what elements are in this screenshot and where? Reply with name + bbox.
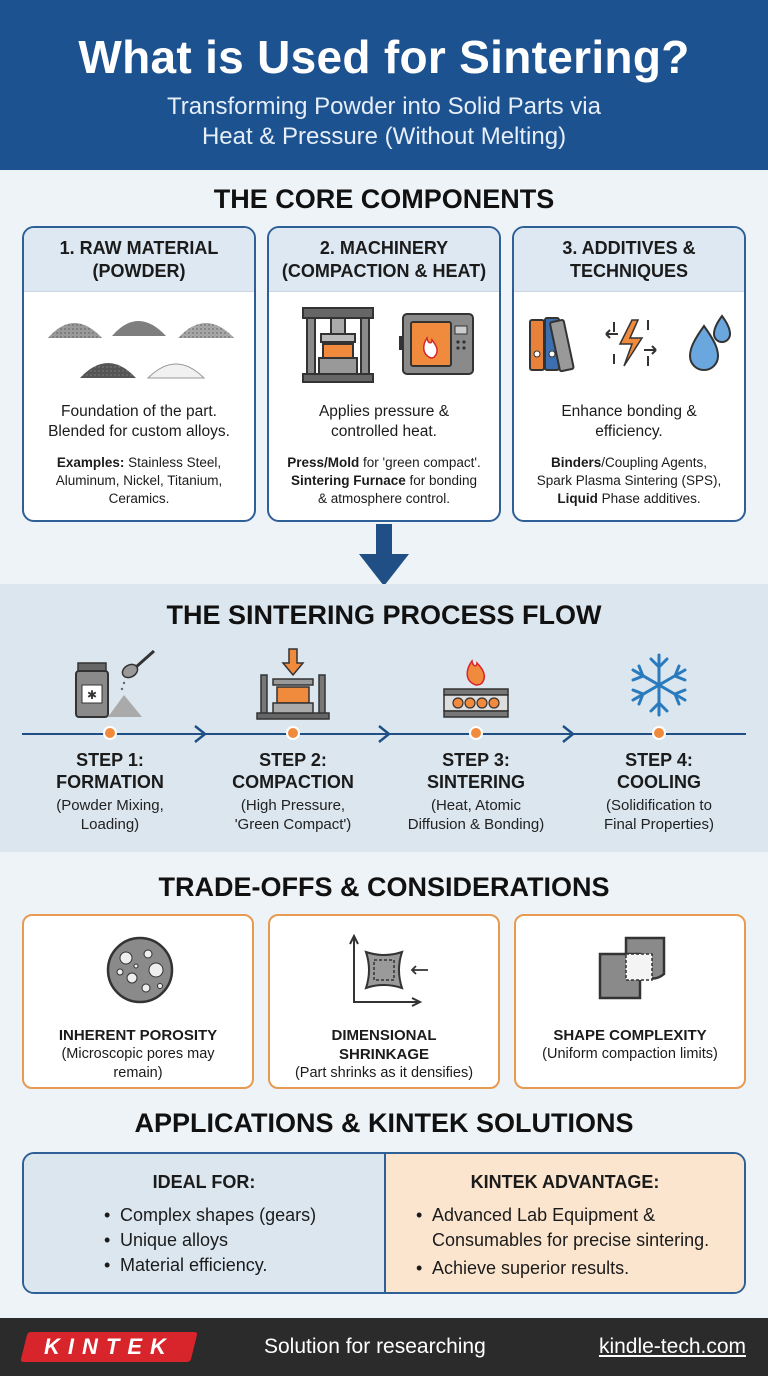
card-heading: 3. ADDITIVES &TECHNIQUES <box>514 228 744 292</box>
card-examples: Binders/Coupling Agents, Spark Plasma Si… <box>536 455 722 506</box>
list-item: Complex shapes (gears) <box>104 1203 384 1228</box>
furnace-icon <box>399 313 474 375</box>
press-icon <box>302 307 374 383</box>
step-dot <box>286 726 300 740</box>
ideal-for-list: Complex shapes (gears) Unique alloys Mat… <box>24 1203 384 1278</box>
process-step-3: STEP 3: SINTERING (Heat, Atomic Diffusio… <box>386 645 566 834</box>
footer-tagline: Solution for researching <box>264 1335 486 1358</box>
tradeoff-title: DIMENSIONAL SHRINKAGE <box>331 1027 437 1063</box>
svg-text:✱: ✱ <box>87 688 97 702</box>
chevron-right-icon <box>378 725 392 743</box>
applications-panel: IDEAL FOR: Complex shapes (gears) Unique… <box>22 1152 746 1294</box>
card-description: Foundation of the part. Blended for cust… <box>48 403 230 440</box>
step-label: STEP 1: FORMATION <box>56 750 164 792</box>
tradeoff-description: (Part shrinks as it densifies) <box>294 1065 474 1081</box>
process-step-2: STEP 2: COMPACTION (High Pressure, 'Gree… <box>203 645 383 834</box>
page-subtitle: Transforming Powder into Solid Parts via… <box>0 92 768 152</box>
applications-section-title: APPLICATIONS & KINTEK SOLUTIONS <box>134 1108 634 1138</box>
tradeoff-description: (Uniform compaction limits) <box>542 1046 718 1062</box>
process-step-1: ✱ STEP 1: FORMATION (Powder Mixing, Load… <box>20 645 200 834</box>
card-examples: Examples: Stainless Steel, Aluminum, Nic… <box>55 455 223 506</box>
porous-sphere-icon <box>24 930 252 1020</box>
kintek-advantage-panel: KINTEK ADVANTAGE: Advanced Lab Equipment… <box>384 1154 744 1292</box>
step-label: STEP 4: COOLING <box>617 750 701 792</box>
snowflake-icon <box>569 645 749 723</box>
core-card-additives: 3. ADDITIVES &TECHNIQUES Enhance bonding… <box>512 226 746 522</box>
overlapping-shapes-icon <box>516 930 744 1020</box>
flame-heating-icon <box>386 645 566 723</box>
list-item: Material efficiency. <box>104 1253 384 1278</box>
kintek-logo[interactable]: KINTEK <box>20 1332 198 1362</box>
step-dot <box>103 726 117 740</box>
tradeoff-title: SHAPE COMPLEXITY <box>553 1027 707 1044</box>
kintek-advantage-title: KINTEK ADVANTAGE: <box>470 1172 660 1192</box>
footer-website-link[interactable]: kindle-tech.com <box>598 1335 746 1358</box>
process-step-4: STEP 4: COOLING (Solidification to Final… <box>569 645 749 834</box>
step-description: (Powder Mixing, Loading) <box>56 797 164 833</box>
powder-jar-icon: ✱ <box>20 645 200 723</box>
footer-bar: KINTEK Solution for researching kindle-t… <box>0 1318 768 1376</box>
tradeoff-card-shrinkage: DIMENSIONAL SHRINKAGE (Part shrinks as i… <box>268 914 500 1089</box>
core-card-machinery: 2. MACHINERY(COMPACTION & HEAT) <box>267 226 501 522</box>
process-section <box>0 584 768 852</box>
ideal-for-title: IDEAL FOR: <box>152 1172 256 1192</box>
step-label: STEP 2: COMPACTION <box>232 750 354 792</box>
card-examples: Press/Mold for 'green compact'. Sinterin… <box>287 455 481 506</box>
list-item: Unique alloys <box>104 1228 384 1253</box>
step-dot <box>469 726 483 740</box>
page-title: What is Used for Sintering? <box>78 31 690 83</box>
powder-piles-icon <box>24 292 254 388</box>
card-heading: 1. RAW MATERIAL(POWDER) <box>24 228 254 292</box>
tradeoff-card-porosity: INHERENT POROSITY (Microscopic pores may… <box>22 914 254 1089</box>
step-description: (High Pressure, 'Green Compact') <box>234 797 352 833</box>
step-label: STEP 3: SINTERING <box>426 750 525 792</box>
down-arrow-icon <box>359 524 409 586</box>
binders-icon <box>529 317 575 373</box>
list-item: Achieve superior results. <box>416 1256 744 1281</box>
coupling-lightning-icon <box>605 319 657 367</box>
step-dot <box>652 726 666 740</box>
liquid-drops-icon <box>688 314 732 371</box>
step-description: (Solidification to Final Properties) <box>603 797 715 833</box>
subtitle-line-1: Transforming Powder into Solid Parts via <box>167 93 601 120</box>
process-flow-line <box>22 733 746 735</box>
card-heading: 2. MACHINERY(COMPACTION & HEAT) <box>269 228 499 292</box>
subtitle-line-2: Heat & Pressure (Without Melting) <box>201 123 567 150</box>
core-card-raw-material: 1. RAW MATERIAL(POWDER) Foundation of th… <box>22 226 256 522</box>
header-banner: What is Used for Sintering? Transforming… <box>0 0 768 170</box>
card-description: Enhance bonding & efficiency. <box>561 403 697 440</box>
tradeoff-card-shape-complexity: SHAPE COMPLEXITY (Uniform compaction lim… <box>514 914 746 1089</box>
tradeoffs-section-title: TRADE-OFFS & CONSIDERATIONS <box>158 872 610 902</box>
tradeoff-description: (Microscopic pores may remain) <box>61 1046 215 1081</box>
chevron-right-icon <box>194 725 208 743</box>
tradeoff-title: INHERENT POROSITY <box>58 1027 218 1044</box>
step-description: (Heat, Atomic Diffusion & Bonding) <box>407 797 545 833</box>
kintek-advantage-list: Advanced Lab Equipment & Consumables for… <box>386 1203 744 1281</box>
chevron-right-icon <box>562 725 576 743</box>
ideal-for-panel: IDEAL FOR: Complex shapes (gears) Unique… <box>24 1154 384 1292</box>
core-section-title: THE CORE COMPONENTS <box>213 184 555 214</box>
shrinkage-icon <box>270 930 498 1020</box>
list-item: Advanced Lab Equipment & Consumables for… <box>416 1203 744 1253</box>
card-description: Applies pressure & controlled heat. <box>318 403 450 440</box>
process-section-title: THE SINTERING PROCESS FLOW <box>166 600 602 630</box>
press-icon <box>203 645 383 723</box>
